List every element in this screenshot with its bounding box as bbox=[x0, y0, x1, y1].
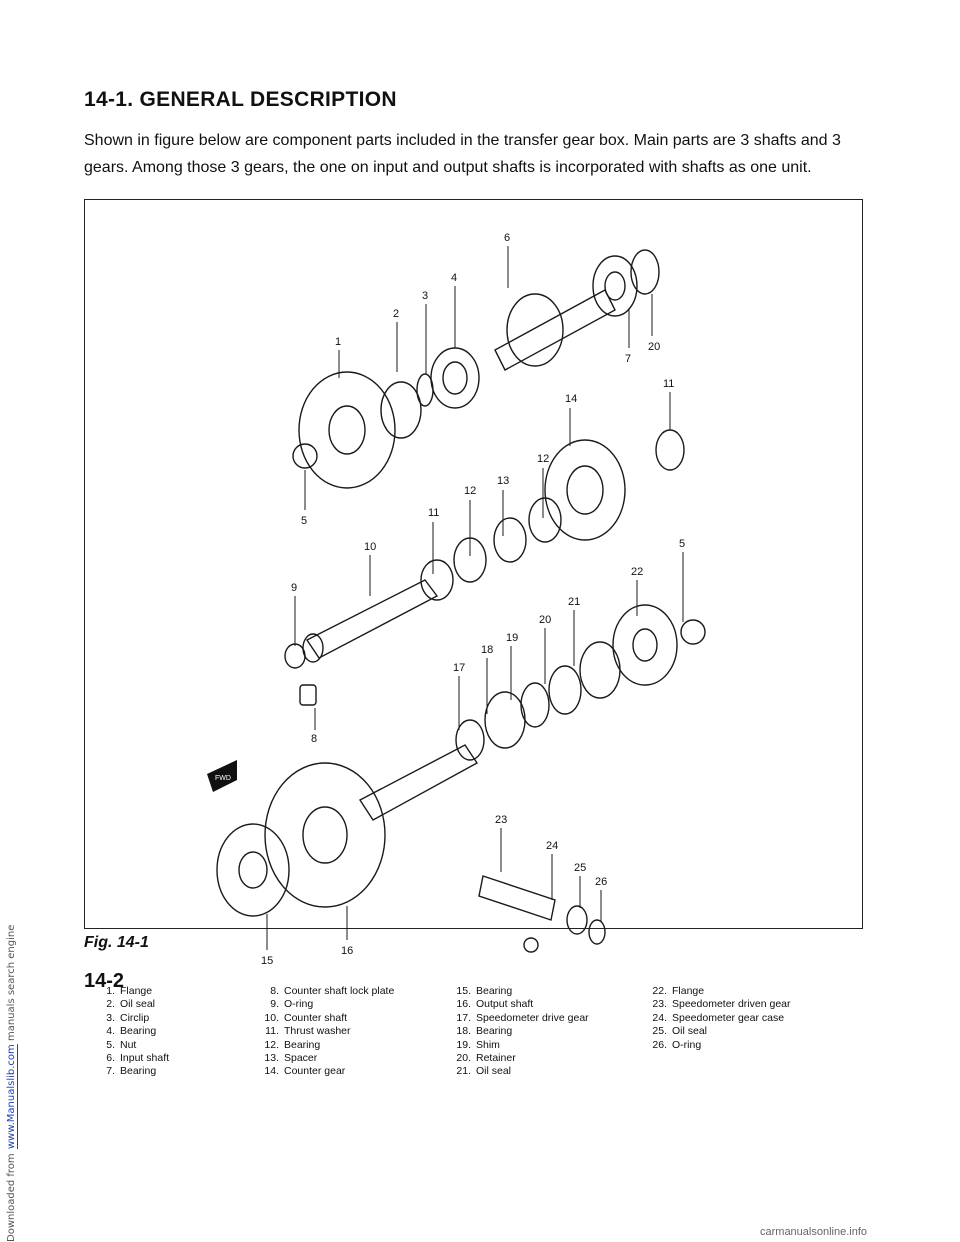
callout: 8 bbox=[311, 733, 317, 745]
transfer-gearbox-diagram: FWD bbox=[207, 232, 706, 967]
download-sideline: Downloaded from www.Manualslib.com manua… bbox=[6, 0, 17, 1242]
legend-item: 26.O-ring bbox=[652, 1038, 702, 1051]
legend-item: 7.Bearing bbox=[106, 1065, 157, 1078]
legend-item: 23.Speedometer driven gear bbox=[652, 998, 791, 1011]
figure-caption: Fig. 14-1 bbox=[84, 934, 149, 951]
legend-item: 18.Bearing bbox=[456, 1025, 513, 1038]
input-shaft-assembly bbox=[292, 249, 660, 489]
nut-part bbox=[292, 443, 318, 469]
flange-part bbox=[298, 371, 396, 489]
legend-item: 13.Spacer bbox=[264, 1052, 318, 1065]
callout: 2 bbox=[393, 308, 399, 320]
counter-gear-part bbox=[544, 439, 626, 541]
o-ring-part bbox=[284, 643, 306, 669]
callout: 17 bbox=[453, 662, 465, 674]
legend-item: 20.Retainer bbox=[456, 1052, 516, 1065]
retainer-part bbox=[630, 249, 660, 295]
legend-item: 24.Speedometer gear case bbox=[652, 1011, 785, 1024]
legend-item: 16.Output shaft bbox=[456, 998, 534, 1011]
callout: 11 bbox=[428, 507, 439, 519]
callout: 7 bbox=[625, 353, 631, 365]
legend-column: 8.Counter shaft lock plate 9.O-ring 10.C… bbox=[261, 985, 394, 1079]
exploded-view-figure: FWD bbox=[84, 199, 863, 1077]
legend-column: 15.Bearing 16.Output shaft 17.Speedomete… bbox=[453, 985, 589, 1079]
counter-shaft-part bbox=[305, 579, 439, 659]
callout: 25 bbox=[574, 862, 586, 874]
callout: 11 bbox=[663, 378, 674, 390]
section-title: 14-1. GENERAL DESCRIPTION bbox=[84, 88, 397, 111]
legend-item: 8.Counter shaft lock plate bbox=[270, 985, 395, 997]
output-shaft-part bbox=[358, 744, 479, 821]
counter-shaft-assembly bbox=[284, 429, 685, 706]
callout: 6 bbox=[504, 232, 510, 244]
fwd-arrow-badge: FWD bbox=[207, 760, 237, 792]
legend-item: 17.Speedometer drive gear bbox=[456, 1011, 589, 1024]
legend-column: 1.Flange 2.Oil seal 3.Circlip 4.Bearing … bbox=[97, 985, 169, 1079]
bearing-part bbox=[430, 347, 480, 409]
callout: 4 bbox=[451, 272, 457, 284]
callout: 20 bbox=[648, 341, 660, 353]
callout: 12 bbox=[464, 485, 476, 497]
legend-item: 22.Flange bbox=[652, 985, 705, 997]
oil-seal-part bbox=[380, 381, 422, 439]
thrust-washer-part bbox=[420, 559, 454, 601]
lock-plate-part bbox=[299, 684, 317, 706]
watermark: carmanualsonline.info bbox=[760, 1226, 868, 1238]
drive-gear-part bbox=[455, 719, 485, 761]
legend-item: 14.Counter gear bbox=[264, 1065, 346, 1078]
callout: 3 bbox=[422, 290, 428, 302]
legend-item: 2.Oil seal bbox=[106, 998, 156, 1011]
parts-legend: 1.Flange 2.Oil seal 3.Circlip 4.Bearing … bbox=[85, 985, 864, 1125]
legend-item: 9.O-ring bbox=[270, 998, 314, 1011]
input-shaft-part bbox=[494, 289, 616, 371]
callout: 18 bbox=[481, 644, 493, 656]
legend-item: 10.Counter shaft bbox=[264, 1011, 348, 1024]
callout: 9 bbox=[291, 582, 297, 594]
legend-item: 3.Circlip bbox=[106, 1011, 150, 1024]
output-shaft-assembly bbox=[216, 604, 706, 953]
rear-flange-part bbox=[612, 604, 678, 686]
callout: 1 bbox=[335, 336, 341, 348]
fwd-label: FWD bbox=[215, 775, 231, 782]
legend-column: 22.Flange 23.Speedometer driven gear 24.… bbox=[649, 985, 791, 1052]
callout: 23 bbox=[495, 814, 507, 826]
legend-item: 1.Flange bbox=[106, 985, 153, 997]
legend-item: 11.Thrust washer bbox=[265, 1025, 351, 1038]
callout: 22 bbox=[631, 566, 643, 578]
callout: 14 bbox=[565, 393, 577, 405]
callout: 19 bbox=[506, 632, 518, 644]
sideline-suffix: manuals search engine bbox=[6, 924, 17, 1041]
output-gear-part bbox=[264, 762, 386, 908]
callout: 20 bbox=[539, 614, 551, 626]
callout: 12 bbox=[537, 453, 549, 465]
manualslib-link[interactable]: www.Manualslib.com bbox=[6, 1044, 17, 1150]
legend-item: 4.Bearing bbox=[106, 1025, 157, 1038]
legend-item: 21.Oil seal bbox=[456, 1065, 512, 1078]
legend-item: 25.Oil seal bbox=[652, 1025, 708, 1038]
callout: 16 bbox=[341, 945, 353, 957]
sideline-prefix: Downloaded from bbox=[6, 1153, 17, 1242]
callout: 5 bbox=[301, 515, 307, 527]
callout: 24 bbox=[546, 840, 558, 852]
callout: 10 bbox=[364, 541, 376, 553]
legend-item: 6.Input shaft bbox=[106, 1052, 170, 1065]
legend-item: 5.Nut bbox=[106, 1038, 137, 1051]
callout: 26 bbox=[595, 876, 607, 888]
legend-item: 12.Bearing bbox=[264, 1038, 321, 1051]
callout: 13 bbox=[497, 475, 509, 487]
spacer-part bbox=[493, 517, 527, 563]
page-number: 14-2 bbox=[84, 970, 125, 992]
callout: 15 bbox=[261, 955, 273, 967]
callout: 21 bbox=[568, 596, 580, 608]
legend-item: 19.Shim bbox=[456, 1038, 500, 1051]
callout: 5 bbox=[679, 538, 685, 550]
driven-gear-part bbox=[478, 875, 556, 921]
intro-paragraph: Shown in figure below are component part… bbox=[84, 132, 841, 176]
output-bearing-part bbox=[216, 823, 290, 917]
legend-item: 15.Bearing bbox=[456, 985, 513, 997]
